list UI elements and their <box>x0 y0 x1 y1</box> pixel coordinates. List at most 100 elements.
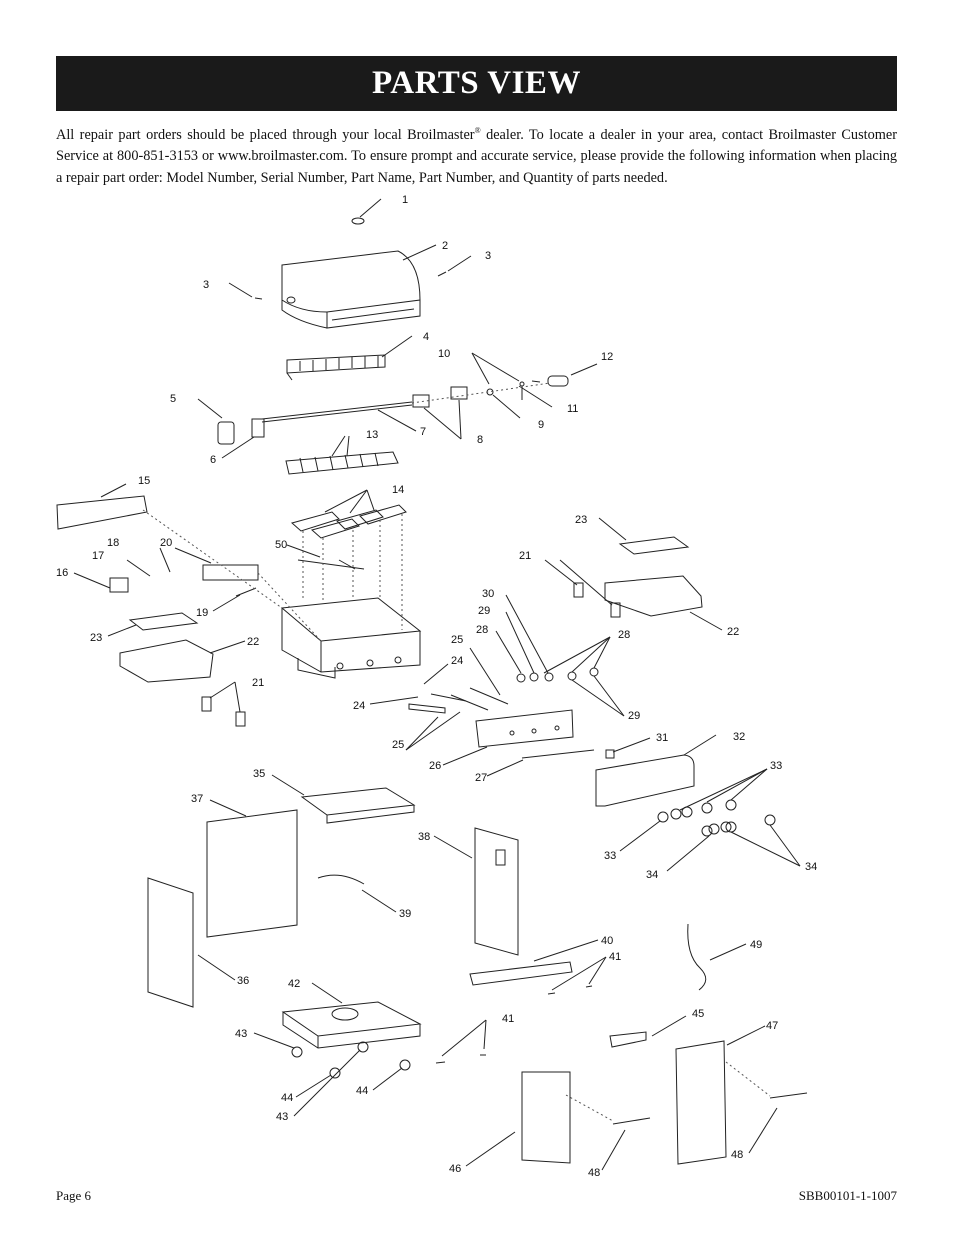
grill-lid-part <box>281 244 437 329</box>
shelf-brackets-part <box>201 559 621 727</box>
side-panel-part <box>56 483 148 530</box>
lid-screws-part <box>228 255 472 300</box>
callout-13: 13 <box>366 429 378 441</box>
callout-labels: 1 2 3 3 4 5 6 7 8 9 10 11 12 13 14 15 16… <box>56 194 817 1179</box>
callout-43b: 43 <box>276 1111 288 1123</box>
callout-1: 1 <box>402 194 408 206</box>
callout-45: 45 <box>692 1008 704 1020</box>
callout-38: 38 <box>418 831 430 843</box>
callout-32: 32 <box>733 731 745 743</box>
callout-19: 19 <box>196 607 208 619</box>
callout-23b: 23 <box>575 514 587 526</box>
callout-15: 15 <box>138 475 150 487</box>
valve-panel-part <box>442 709 595 777</box>
callout-47: 47 <box>766 1020 778 1032</box>
callout-3b: 3 <box>485 250 491 262</box>
callout-42: 42 <box>288 978 300 990</box>
lid-knob-part <box>351 198 382 225</box>
callout-24b: 24 <box>353 700 365 712</box>
callout-26: 26 <box>429 760 441 772</box>
callout-23a: 23 <box>90 632 102 644</box>
side-shelf-right-part <box>598 517 723 631</box>
cart-side-panel-part <box>147 877 236 1008</box>
callout-11: 11 <box>567 403 578 415</box>
callout-44a: 44 <box>281 1092 293 1104</box>
gas-hose-part <box>687 923 747 991</box>
callout-20: 20 <box>160 537 172 549</box>
callout-16: 16 <box>56 567 68 579</box>
spit-forks-part <box>412 386 468 440</box>
callout-30: 30 <box>482 588 494 600</box>
callout-10: 10 <box>438 348 450 360</box>
rotisserie-motor-part <box>197 398 235 445</box>
callout-48a: 48 <box>588 1167 600 1179</box>
spit-rod-part <box>261 401 417 432</box>
callout-8: 8 <box>477 434 483 446</box>
callout-5: 5 <box>170 393 176 405</box>
callout-18: 18 <box>107 537 119 549</box>
callout-50: 50 <box>275 539 287 551</box>
callout-36: 36 <box>237 975 249 987</box>
cart-back-panel-part <box>206 799 298 938</box>
warming-rack-part <box>286 335 413 381</box>
callout-39: 39 <box>399 908 411 920</box>
callout-49: 49 <box>750 939 762 951</box>
motor-bracket-part <box>221 418 265 459</box>
bottom-shelf-part <box>271 774 416 824</box>
document-code: SBB00101-1-1007 <box>798 1188 897 1203</box>
intro-text-end: dealer. To locate a dealer in your area,… <box>56 126 897 186</box>
callout-29a: 29 <box>478 605 490 617</box>
cart-base-part <box>281 982 422 1049</box>
callout-28a: 28 <box>476 624 488 636</box>
callout-35: 35 <box>253 768 265 780</box>
callout-40: 40 <box>601 935 613 947</box>
door-handles-part <box>601 1092 808 1171</box>
cart-doors-part <box>465 1025 766 1167</box>
callout-44b: 44 <box>356 1085 368 1097</box>
callout-34a: 34 <box>646 869 658 881</box>
callout-14: 14 <box>392 484 404 496</box>
callout-17: 17 <box>92 550 104 562</box>
callout-28b: 28 <box>618 629 630 641</box>
callout-22b: 22 <box>727 626 739 638</box>
callout-24a: 24 <box>451 655 463 667</box>
callout-41a: 41 <box>609 951 621 963</box>
callout-29b: 29 <box>628 710 640 722</box>
callout-12: 12 <box>601 351 613 363</box>
callout-48b: 48 <box>731 1149 743 1161</box>
burner-shields-part <box>290 489 407 539</box>
door-handle-bracket-part <box>609 1015 687 1048</box>
page-title: PARTS VIEW <box>372 65 581 101</box>
callout-33b: 33 <box>604 850 616 862</box>
callout-7: 7 <box>420 426 426 438</box>
control-knobs-part <box>619 768 801 872</box>
callout-9: 9 <box>538 419 544 431</box>
registered-mark: ® <box>474 126 481 135</box>
callout-34b: 34 <box>805 861 817 873</box>
gas-valves-part <box>495 594 651 759</box>
callout-46: 46 <box>449 1163 461 1175</box>
callout-21a: 21 <box>252 677 264 689</box>
bottom-rail-part <box>469 939 607 995</box>
header-bar: PARTS VIEW <box>56 56 897 111</box>
side-burner-parts <box>73 547 259 612</box>
casters-part <box>253 1019 487 1117</box>
callout-25a: 25 <box>451 634 463 646</box>
callout-22a: 22 <box>247 636 259 648</box>
side-shelf-left-part <box>107 612 246 683</box>
callout-6: 6 <box>210 454 216 466</box>
callout-25b: 25 <box>392 739 404 751</box>
callout-41b: 41 <box>502 1013 514 1025</box>
callout-43a: 43 <box>235 1028 247 1040</box>
firebox-part <box>280 544 422 679</box>
assembly-guide-lines <box>142 382 771 1122</box>
grommet-ring-part <box>317 874 397 913</box>
callout-21b: 21 <box>519 550 531 562</box>
cooking-grid-part <box>285 435 399 475</box>
callout-31: 31 <box>656 732 668 744</box>
callout-4: 4 <box>423 331 429 343</box>
callout-3a: 3 <box>203 279 209 291</box>
callout-37: 37 <box>191 793 203 805</box>
rotisserie-hardware-part <box>471 352 598 419</box>
